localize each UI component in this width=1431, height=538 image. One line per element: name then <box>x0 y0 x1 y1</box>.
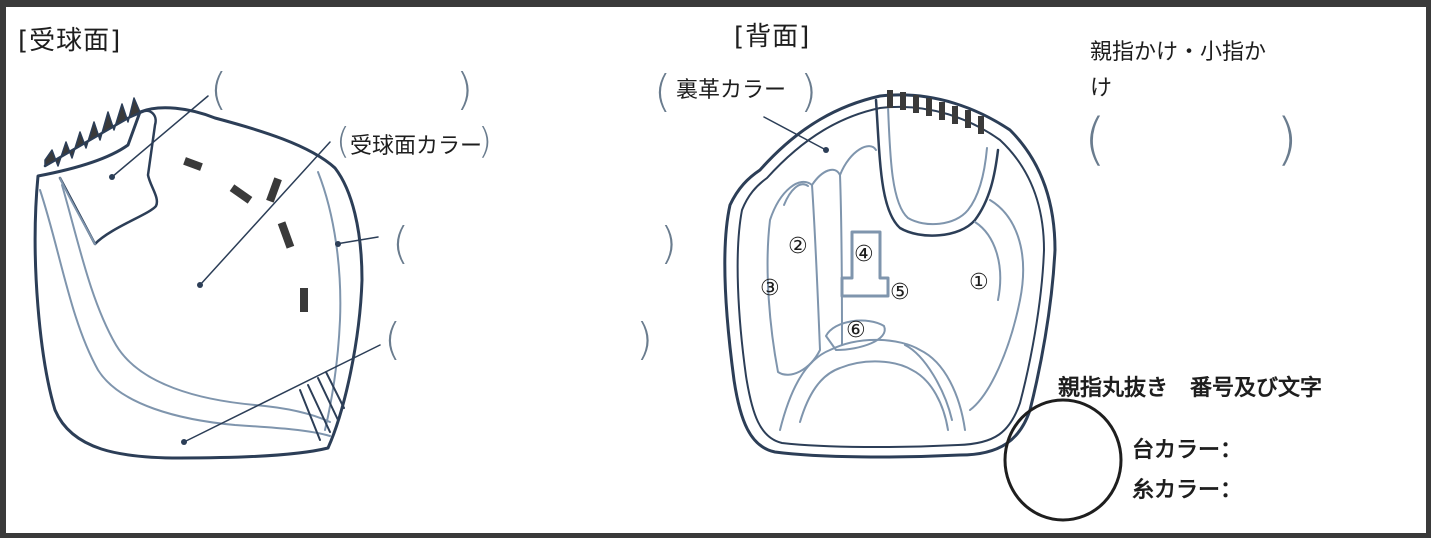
part-number-4: ④ <box>854 242 874 267</box>
palm-lacing <box>183 157 308 312</box>
palm-glove <box>33 95 381 460</box>
paren-close: ) <box>636 314 654 365</box>
web-lace <box>44 97 141 167</box>
paren-open: ( <box>654 66 672 117</box>
palm-side-title: [受球面] <box>18 26 122 56</box>
paren-open: ( <box>336 121 351 162</box>
back-lacing <box>887 90 984 134</box>
palm-glove-outline <box>33 106 364 460</box>
back-label-strap <box>840 230 890 298</box>
paren-close: ) <box>478 121 493 162</box>
paren-close: ) <box>660 218 678 269</box>
paren-open: ( <box>210 64 228 115</box>
palm-web <box>43 109 159 246</box>
back-glove <box>723 90 1057 459</box>
part-number-2: ② <box>788 234 808 259</box>
base-color-label: 台カラー： <box>1132 438 1243 463</box>
part-number-5: ⑤ <box>890 280 910 305</box>
thread-color-label: 糸カラー： <box>1132 478 1243 503</box>
paren-open: ( <box>384 314 402 365</box>
finger-guard-label-cont: け <box>1090 76 1113 101</box>
lining-color-label: 裏革カラー <box>676 78 787 103</box>
back-wrist-opening <box>874 98 1000 237</box>
palm-color-label: 受球面カラー <box>350 134 483 159</box>
back-side-title: [背面] <box>734 22 811 52</box>
part-number-1: ① <box>969 270 989 295</box>
part-number-3: ③ <box>760 276 780 301</box>
paren-open: ( <box>1084 107 1106 172</box>
finger-guard-label: 親指かけ・小指か <box>1090 40 1267 65</box>
paren-close: ) <box>800 66 818 117</box>
back-glove-outline-outer <box>723 93 1057 459</box>
paren-close: ) <box>456 64 474 115</box>
part-number-6: ⑥ <box>846 318 866 343</box>
paren-open: ( <box>392 218 410 269</box>
paren-close: ) <box>1276 107 1298 172</box>
thumb-emblem-circle <box>1003 398 1123 522</box>
thumb-emblem-heading: 親指丸抜き 番号及び文字 <box>1058 376 1323 401</box>
